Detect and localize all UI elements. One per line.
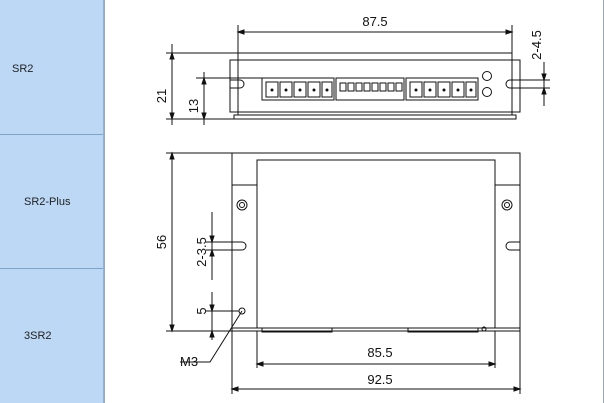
led-bottom [482,87,492,97]
sidebar-item-3sr2[interactable]: 3SR2 [0,269,103,403]
label-2-4-5: 2-4.5 [529,30,544,60]
sidebar-item-label: 3SR2 [24,330,52,342]
right-front-slot [505,241,520,251]
top-view [166,25,550,125]
terminal-block-left [261,77,335,101]
led-top [482,71,492,81]
sidebar: SR2 SR2-Plus 3SR2 [0,0,104,403]
label-21: 21 [154,89,169,103]
label-85-5: 85.5 [367,345,392,360]
right-mount-slot [505,79,520,89]
label-m3: M3 [180,354,198,369]
left-flange [231,184,258,329]
left-front-slot [232,241,247,251]
top-view-base-strip [233,114,517,120]
label-87-5: 87.5 [362,14,387,29]
foot-right [407,327,479,333]
front-view-outline [231,152,521,332]
foot-left [261,327,333,333]
label-5: 5 [194,307,209,314]
sidebar-item-sr2[interactable]: SR2 [0,0,103,135]
top-view-body [237,52,513,116]
left-mount-slot [230,79,245,89]
dip-switch [335,77,405,101]
right-upper-hole [501,199,513,211]
label-56: 56 [154,235,169,249]
label-92-5: 92.5 [367,372,392,387]
sidebar-item-label: SR2 [12,63,34,75]
right-flange [494,184,521,329]
label-13: 13 [186,99,201,113]
m3-leader [180,310,243,363]
left-upper-hole [236,199,248,211]
sidebar-item-label: SR2-Plus [24,196,71,208]
sidebar-item-sr2-plus[interactable]: SR2-Plus [0,135,103,269]
front-view [166,151,522,394]
label-2-3-5: 2-3.5 [194,237,209,267]
terminal-block-right [405,77,479,101]
front-view-heatsink [256,159,496,329]
